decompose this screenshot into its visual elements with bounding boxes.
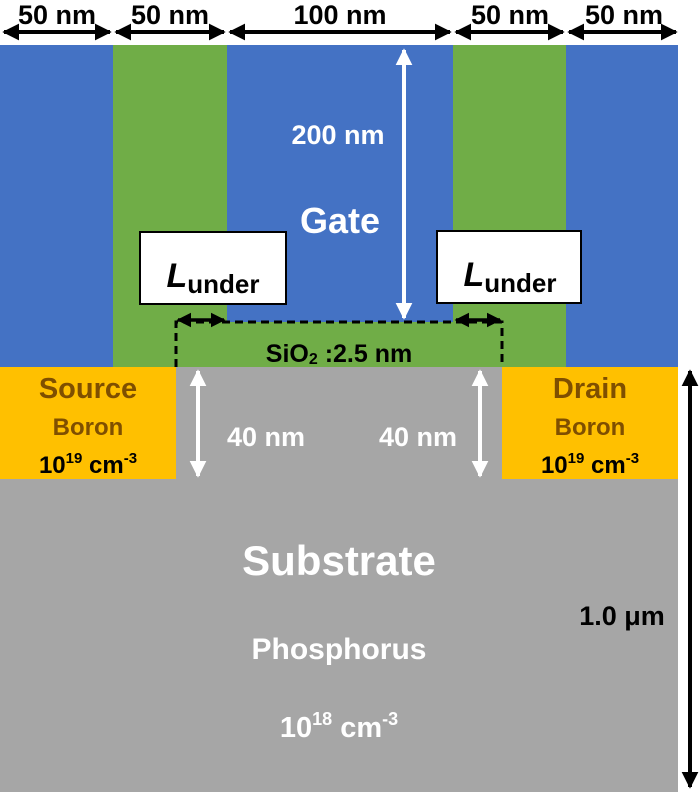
drain-conc-base: 10	[541, 452, 568, 479]
dim-label-3: 100 nm	[293, 0, 386, 30]
substrate-conc-base: 10	[280, 712, 312, 744]
substrate-dopant: Phosphorus	[251, 633, 426, 666]
drain-conc-unit: cm	[584, 452, 625, 479]
lunder-subscript-right: under	[484, 268, 556, 298]
drain-conc-unit-exp: -3	[626, 450, 639, 467]
source-dopant: Boron	[53, 414, 124, 441]
lunder-box-left	[139, 231, 287, 305]
drain-title: Drain	[553, 373, 627, 405]
source-concentration: 1019 cm-3	[39, 450, 137, 479]
lunder-box-right	[436, 230, 582, 304]
right-gate-pillar	[566, 45, 678, 367]
dim-label-2: 50 nm	[131, 0, 209, 30]
substrate-concentration: 1018 cm-3	[280, 709, 398, 744]
junction-depth-label-left: 40 nm	[227, 422, 305, 452]
lunder-symbol-left: L	[166, 257, 187, 295]
gate-height-label: 200 nm	[291, 120, 384, 150]
source-region	[0, 367, 176, 479]
dim-label-4: 50 nm	[471, 0, 549, 30]
gate-label: Gate	[300, 200, 380, 241]
dim-label-1: 50 nm	[18, 0, 96, 30]
substrate-conc-unit-exp: -3	[382, 709, 398, 729]
drain-conc-exp: 19	[568, 450, 585, 467]
lunder-label-right: Lunder	[463, 256, 556, 298]
substrate-title: Substrate	[242, 537, 436, 584]
drain-region	[502, 367, 678, 479]
substrate-thickness-label: 1.0 μm	[579, 601, 665, 631]
lunder-label-left: Lunder	[166, 257, 259, 299]
source-conc-exp: 19	[66, 450, 83, 467]
oxide-outline	[174, 320, 504, 367]
oxide-label: SiO2 :2.5 nm	[266, 340, 412, 368]
junction-depth-label-right: 40 nm	[379, 422, 457, 452]
oxide-subscript: 2	[309, 351, 318, 368]
oxide-formula: SiO	[266, 340, 309, 368]
lunder-symbol-right: L	[463, 256, 484, 294]
lunder-subscript-left: under	[187, 269, 259, 299]
drain-concentration: 1019 cm-3	[541, 450, 639, 479]
dim-label-5: 50 nm	[585, 0, 663, 30]
substrate-conc-unit: cm	[332, 712, 382, 744]
source-conc-base: 10	[39, 452, 66, 479]
substrate-conc-exp: 18	[312, 709, 332, 729]
source-title: Source	[39, 373, 137, 405]
source-conc-unit: cm	[82, 452, 123, 479]
source-conc-unit-exp: -3	[124, 450, 137, 467]
drain-dopant: Boron	[555, 414, 626, 441]
left-gate-pillar	[0, 45, 113, 367]
oxide-layer	[176, 322, 502, 367]
oxide-thickness: :2.5 nm	[318, 340, 412, 368]
